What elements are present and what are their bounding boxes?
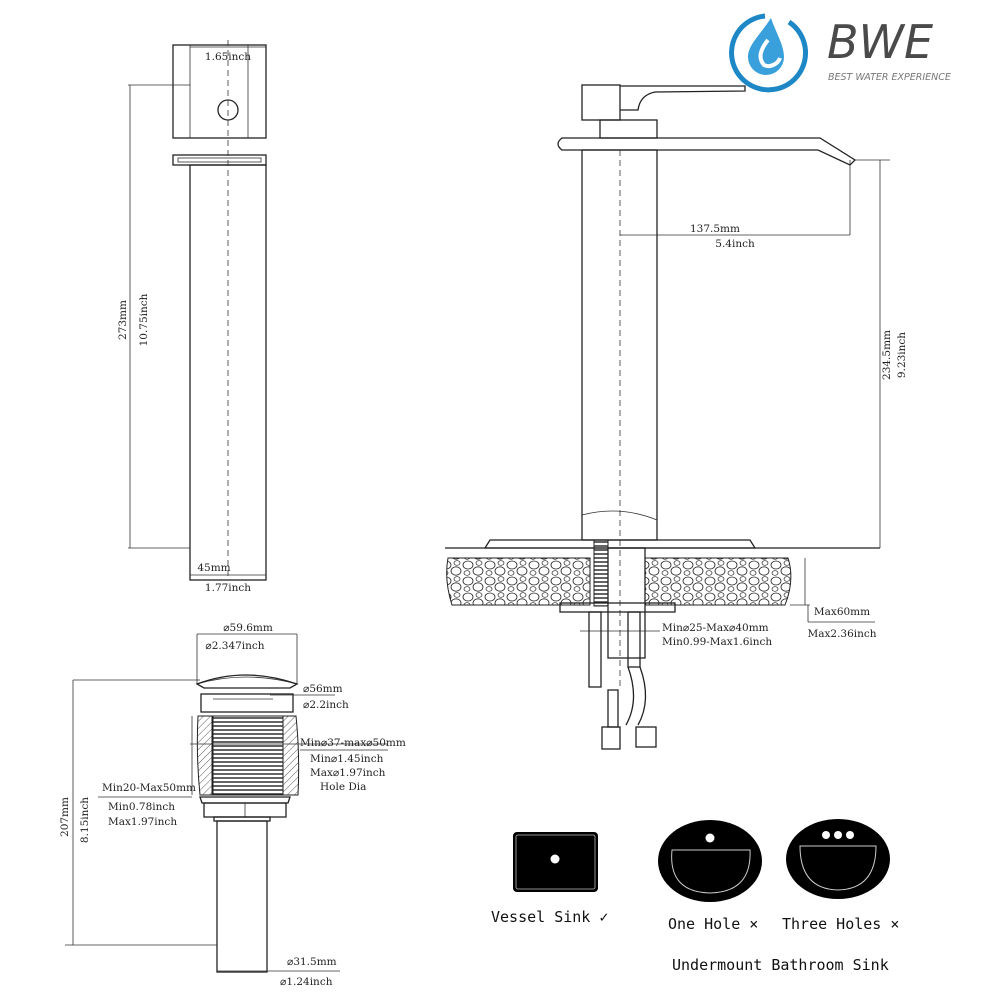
hole-min-in-label: Min⌀1.45inch bbox=[310, 753, 384, 765]
hole-in-label: Min0.99-Max1.6inch bbox=[662, 636, 772, 648]
brand-tagline: BEST WATER EXPERIENCE bbox=[828, 72, 951, 83]
top-width-label: 1.65inch bbox=[205, 51, 251, 63]
cap-mm-label: ⌀59.6mm bbox=[223, 622, 273, 634]
spout-height-mm-label: 234.5mm bbox=[881, 330, 893, 380]
pipe-in-label: ⌀1.24inch bbox=[280, 976, 333, 988]
hole-mm-label: Min⌀37-max⌀50mm bbox=[300, 737, 406, 749]
bwe-logo: BWE BEST WATER EXPERIENCE bbox=[729, 13, 951, 93]
thickness-mm-label: Min20-Max50mm bbox=[102, 782, 196, 794]
three-holes-label: Three Holes × bbox=[782, 915, 899, 933]
faucet-front-view: 137.5mm 5.4inch 234.5mm 9.23inch Max60mm… bbox=[445, 84, 908, 750]
spout-height-in-label: 9.23inch bbox=[896, 332, 908, 378]
undermount-label: Undermount Bathroom Sink bbox=[672, 956, 889, 974]
pop-up-drain: ⌀59.6mm ⌀2.347inch ⌀56mm ⌀2.2inch Min⌀37… bbox=[59, 622, 406, 988]
one-hole-sink-icon bbox=[658, 820, 762, 902]
height-in-label: 8.15inch bbox=[79, 797, 91, 843]
hole-dia-label: Hole Dia bbox=[320, 781, 366, 793]
pipe-mm-label: ⌀31.5mm bbox=[287, 956, 337, 968]
counter-max-mm-label: Max60mm bbox=[814, 606, 870, 618]
flange-mm-label: ⌀56mm bbox=[303, 683, 343, 695]
faucet-side-view: 1.65inch 273mm 10.75inch 45mm 1.77inch bbox=[117, 40, 267, 594]
height-mm-label: 273mm bbox=[117, 300, 129, 340]
reach-in-label: 5.4inch bbox=[715, 238, 755, 250]
hole-max-in-label: Max⌀1.97inch bbox=[310, 767, 386, 779]
cap-in-label: ⌀2.347inch bbox=[205, 640, 264, 652]
height-in-label: 10.75inch bbox=[138, 293, 150, 346]
counter-max-in-label: Max2.36inch bbox=[807, 628, 876, 640]
thickness-min-in-label: Min0.78inch bbox=[108, 801, 175, 813]
base-mm-label: 45mm bbox=[197, 562, 230, 574]
hole-mm-label: Min⌀25-Max⌀40mm bbox=[662, 622, 769, 634]
three-hole-sink-icon bbox=[786, 819, 890, 899]
water-drop-icon bbox=[729, 13, 809, 93]
sink-compatibility: Vessel Sink ✓ One Hole × Three Holes × U… bbox=[491, 819, 899, 974]
thickness-max-in-label: Max1.97inch bbox=[108, 816, 177, 828]
flange-in-label: ⌀2.2inch bbox=[303, 699, 349, 711]
one-hole-label: One Hole × bbox=[668, 915, 758, 933]
vessel-sink-icon bbox=[513, 832, 598, 892]
height-mm-label: 207mm bbox=[59, 797, 71, 837]
reach-mm-label: 137.5mm bbox=[690, 223, 740, 235]
vessel-sink-label: Vessel Sink ✓ bbox=[491, 908, 608, 926]
brand-name: BWE bbox=[827, 15, 933, 69]
base-in-label: 1.77inch bbox=[205, 582, 251, 594]
